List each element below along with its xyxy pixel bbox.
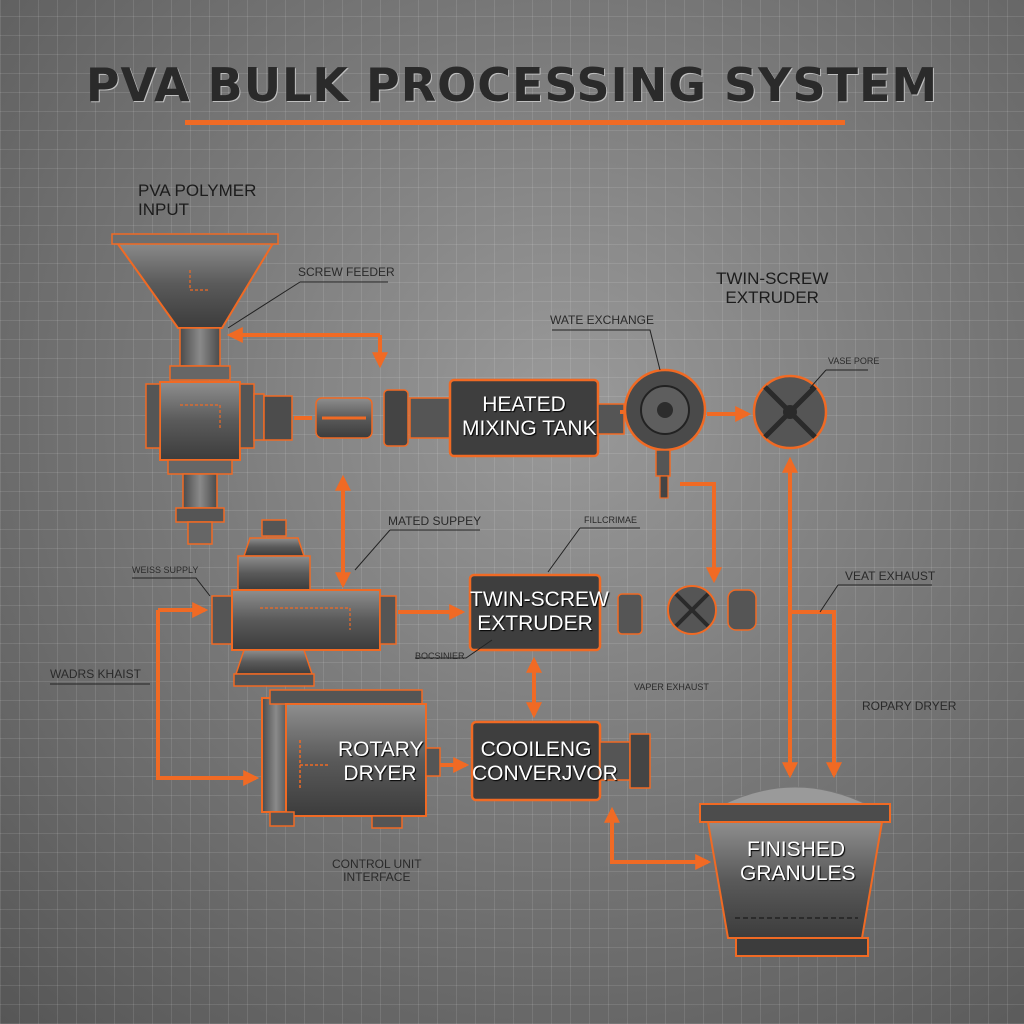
label-ropary-dryer: ROPARY DRYER [862, 699, 957, 713]
vase-pore-wheel [752, 374, 828, 450]
input-hopper [111, 233, 279, 545]
diagram-title: PVA BULK PROCESSING SYSTEM [85, 58, 939, 112]
label-vaper-exhaust: VAPER EXHAUST [634, 682, 709, 692]
supply-column [211, 519, 397, 687]
finished-granules-label: FINISHED GRANULES [740, 838, 856, 886]
cooling-conveyor-label: COOILENG CONVERJVOR [472, 738, 618, 786]
label-wadrs-khaist: WADRS KHAIST [50, 667, 141, 681]
label-pva-input-line: PVA POLYMER INPUT [138, 181, 257, 219]
extruder-label: TWIN-SCREW EXTRUDER [470, 588, 609, 636]
feeder-coupling [263, 389, 451, 447]
label-control-unit: CONTROL UNIT INTERFACE [332, 857, 422, 885]
label-pva-polymer-input: PVA POLYMER INPUT [138, 181, 257, 219]
label-fillcrimae: FILLCRIMAE [584, 515, 638, 525]
granules-bin [699, 786, 891, 957]
water-exchange-wheel [623, 368, 707, 499]
label-vase-pore: VASE PORE [828, 356, 880, 366]
extruder-outlet [617, 585, 757, 635]
label-bocsinier: BOCSINIER [415, 651, 465, 661]
label-veat-exhaust: VEAT EXHAUST [845, 569, 936, 583]
label-wate-exchange: WATE EXCHANGE [550, 313, 655, 327]
leader-lines [50, 281, 932, 685]
rotary-dryer-assembly [261, 689, 441, 829]
flow-arrows [156, 327, 842, 870]
label-twin-screw-top: TWIN-SCREW EXTRUDER [716, 269, 829, 307]
rotary-dryer-label: ROTARY DRYER [338, 738, 424, 786]
title-underline [185, 120, 845, 125]
label-pva-input-text: PVA POLYMER INPUT [138, 181, 257, 219]
extruder-box [468, 573, 602, 652]
label-weiss-supply: WEISS SUPPLY [132, 565, 199, 575]
label-mated-suppey: MATED SUPPEY [388, 514, 482, 528]
label-screw-feeder: SCREW FEEDER [298, 265, 395, 279]
mixing-tank-label: HEATED MIXING TANK [462, 393, 597, 441]
